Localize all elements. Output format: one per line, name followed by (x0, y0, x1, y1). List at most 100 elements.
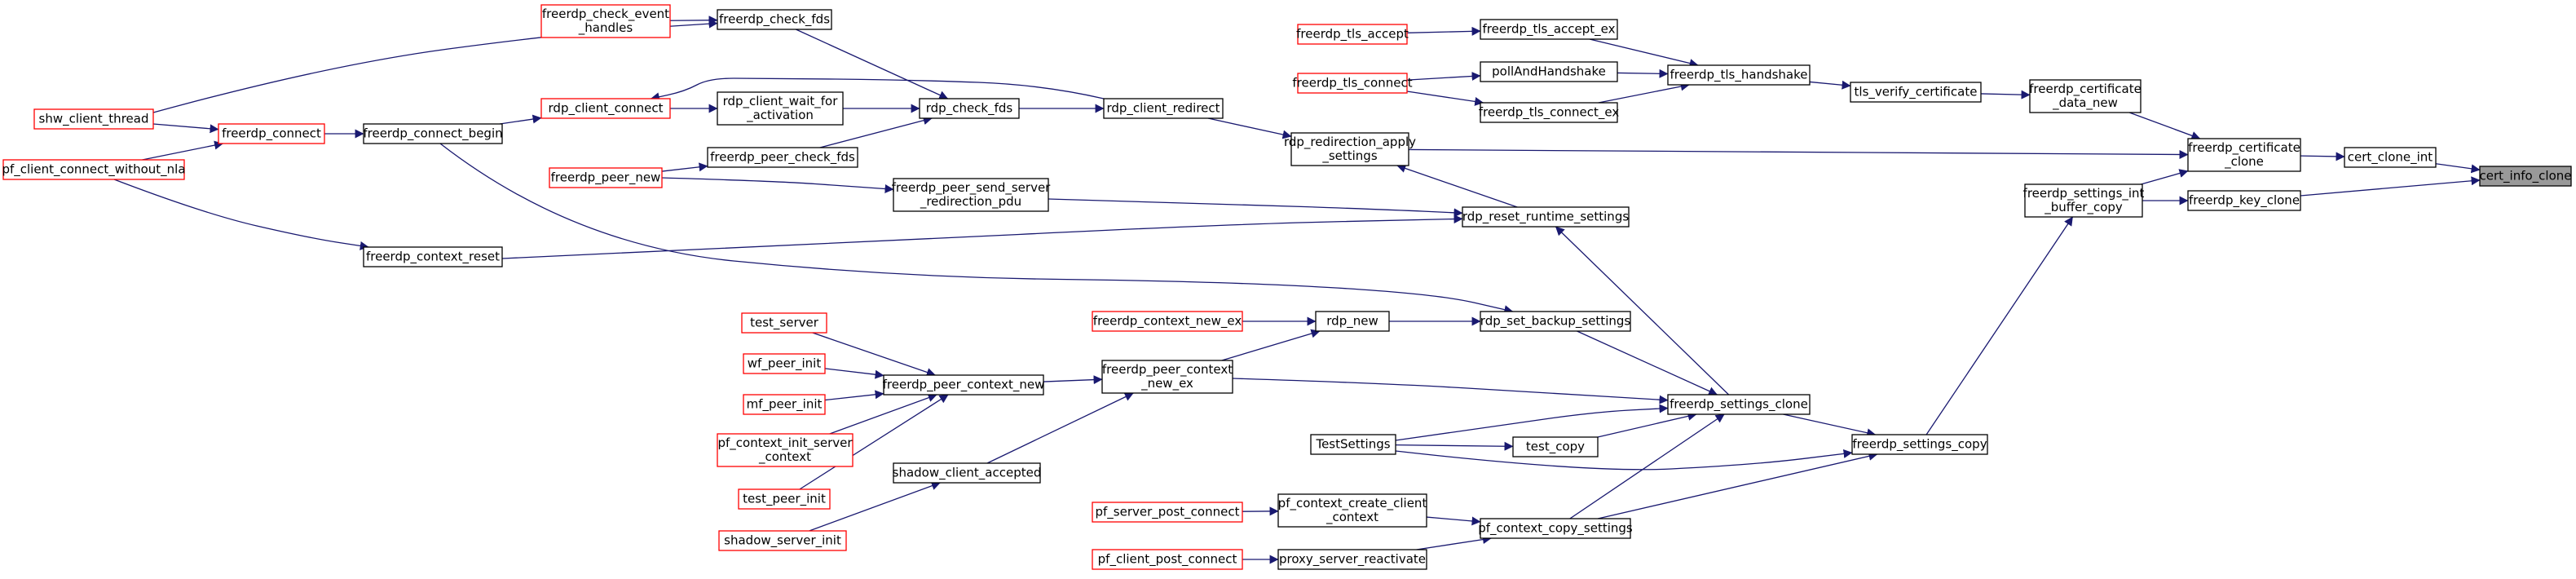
node-label: _context (758, 449, 811, 465)
node-pollAndHandshake[interactable]: pollAndHandshake (1480, 62, 1617, 82)
node-pf_server_post_connect[interactable]: pf_server_post_connect (1092, 502, 1242, 522)
edge-tls_verify_certificate-to-freerdp_certificate_data_new (1981, 94, 2030, 95)
node-label: freerdp_peer_context_new (883, 378, 1045, 393)
node-label: rdp_new (1326, 314, 1378, 329)
node-label: tls_verify_certificate (1855, 85, 1978, 100)
node-label: _activation (746, 108, 814, 123)
node-pf_context_create_client_context[interactable]: pf_context_create_client_context (1278, 494, 1427, 527)
node-freerdp_key_clone[interactable]: freerdp_key_clone (2188, 191, 2300, 210)
edge-pf_context_copy_settings-to-freerdp_settings_clone (1570, 414, 1724, 519)
node-rdp_set_backup_settings[interactable]: rdp_set_backup_settings (1480, 312, 1631, 331)
node-proxy_server_reactivate[interactable]: proxy_server_reactivate (1278, 550, 1427, 569)
node-freerdp_connect_begin[interactable]: freerdp_connect_begin (363, 124, 502, 144)
node-label: freerdp_tls_connect_ex (1479, 105, 1620, 121)
edge-rdp_client_redirect-to-rdp_redirection_apply_settings (1208, 118, 1291, 136)
node-freerdp_settings_clone[interactable]: freerdp_settings_clone (1668, 395, 1810, 414)
edge-TestSettings-to-freerdp_settings_clone (1396, 409, 1668, 440)
node-rdp_reset_runtime_settings[interactable]: rdp_reset_runtime_settings (1462, 207, 1630, 227)
edge-pf_context_create_client_context-to-pf_context_copy_settings (1427, 517, 1480, 522)
node-rdp_redirection_apply_settings[interactable]: rdp_redirection_apply_settings (1284, 133, 1416, 166)
node-label: freerdp_tls_handshake (1670, 68, 1807, 83)
node-cert_clone_int[interactable]: cert_clone_int (2344, 148, 2436, 167)
node-label: cert_info_clone (2480, 169, 2572, 184)
node-mf_peer_init[interactable]: mf_peer_init (743, 395, 825, 414)
node-freerdp_certificate_clone[interactable]: freerdp_certificate_clone (2188, 139, 2300, 171)
node-pf_client_post_connect[interactable]: pf_client_post_connect (1092, 550, 1242, 569)
node-layer: cert_info_clone cert_clone_int freerdp_key… (2, 5, 2571, 569)
edge-freerdp_tls_accept_ex-to-freerdp_tls_handshake (1590, 39, 1698, 65)
node-freerdp_connect[interactable]: freerdp_connect (218, 124, 324, 144)
node-freerdp_context_new_ex[interactable]: freerdp_context_new_ex (1092, 312, 1242, 331)
edge-rdp_reset_runtime_settings-to-rdp_redirection_apply_settings (1397, 166, 1517, 207)
node-shadow_client_accepted[interactable]: shadow_client_accepted (893, 463, 1042, 483)
node-label: cert_clone_int (2348, 150, 2433, 166)
edge-shw_client_thread-to-freerdp_connect (153, 124, 218, 130)
node-label: mf_peer_init (747, 397, 823, 413)
node-rdp_check_fds[interactable]: rdp_check_fds (920, 99, 1019, 118)
edge-rdp_redirection_apply_settings-to-freerdp_certificate_clone (1409, 149, 2188, 154)
node-rdp_client_wait_for_activation[interactable]: rdp_client_wait_for_activation (717, 92, 843, 125)
node-wf_peer_init[interactable]: wf_peer_init (743, 354, 825, 373)
node-freerdp_tls_connect[interactable]: freerdp_tls_connect (1292, 73, 1412, 93)
node-label: freerdp_context_reset (366, 250, 500, 265)
node-test_server[interactable]: test_server (742, 313, 827, 333)
node-test_peer_init[interactable]: test_peer_init (739, 489, 830, 509)
node-freerdp_tls_connect_ex[interactable]: freerdp_tls_connect_ex (1479, 103, 1620, 122)
node-label: freerdp_connect (222, 126, 321, 142)
node-shadow_server_init[interactable]: shadow_server_init (719, 531, 846, 550)
node-label: freerdp_tls_accept (1296, 27, 1409, 42)
node-freerdp_peer_context_new_ex[interactable]: freerdp_peer_context_new_ex (1102, 360, 1233, 393)
edge-freerdp_certificate_clone-to-cert_clone_int (2300, 156, 2344, 157)
node-freerdp_check_event_handles[interactable]: freerdp_check_event_handles (541, 5, 670, 38)
node-freerdp_peer_check_fds[interactable]: freerdp_peer_check_fds (708, 148, 858, 167)
node-pf_context_copy_settings[interactable]: pf_context_copy_settings (1478, 519, 1633, 538)
edge-freerdp_certificate_data_new-to-freerdp_certificate_clone (2129, 113, 2200, 139)
edge-freerdp_peer_context_new_ex-to-freerdp_settings_clone (1233, 378, 1668, 400)
node-label: _redirection_pdu (920, 194, 1021, 210)
node-freerdp_settings_int_buffer_copy[interactable]: freerdp_settings_int_buffer_copy (2023, 184, 2145, 217)
node-rdp_client_redirect[interactable]: rdp_client_redirect (1104, 99, 1223, 118)
node-pf_context_init_server_context[interactable]: pf_context_init_server_context (717, 434, 853, 466)
node-freerdp_certificate_data_new[interactable]: freerdp_certificate_data_new (2029, 80, 2142, 113)
node-freerdp_tls_handshake[interactable]: freerdp_tls_handshake (1668, 65, 1810, 85)
node-label: _handles (578, 20, 633, 36)
node-rdp_new[interactable]: rdp_new (1316, 312, 1389, 331)
node-label: rdp_check_fds (926, 101, 1013, 117)
node-freerdp_check_fds[interactable]: freerdp_check_fds (717, 10, 831, 29)
node-freerdp_peer_context_new[interactable]: freerdp_peer_context_new (883, 375, 1045, 395)
node-label: freerdp_check_fds (719, 12, 830, 28)
edge-freerdp_tls_connect_ex-to-freerdp_tls_handshake (1599, 85, 1689, 103)
node-freerdp_peer_send_server_redirection_pdu[interactable]: freerdp_peer_send_server_redirection_pdu (892, 179, 1052, 211)
node-shw_client_thread[interactable]: shw_client_thread (34, 109, 153, 129)
node-cert_info_clone[interactable]: cert_info_clone (2480, 166, 2572, 186)
node-label: freerdp_settings_clone (1670, 397, 1808, 413)
node-rdp_client_connect[interactable]: rdp_client_connect (541, 99, 670, 118)
node-TestSettings[interactable]: TestSettings (1311, 435, 1396, 454)
node-freerdp_tls_accept[interactable]: freerdp_tls_accept (1296, 24, 1409, 44)
edge-freerdp_peer_new-to-freerdp_peer_check_fds (662, 166, 708, 171)
node-label: rdp_client_connect (549, 101, 664, 117)
edge-freerdp_tls_accept-to-freerdp_tls_accept_ex (1407, 31, 1480, 33)
edge-freerdp_peer_send_server_redirection_pdu-to-rdp_reset_runtime_settings (1048, 199, 1462, 213)
node-label: test_copy (1526, 440, 1585, 455)
edge-shadow_client_accepted-to-freerdp_peer_context_new_ex (987, 393, 1133, 463)
node-freerdp_peer_new[interactable]: freerdp_peer_new (549, 168, 662, 188)
node-freerdp_settings_copy[interactable]: freerdp_settings_copy (1852, 435, 1987, 454)
edge-freerdp_check_event_handles-to-freerdp_check_fds (670, 20, 717, 21)
node-tls_verify_certificate[interactable]: tls_verify_certificate (1850, 82, 1981, 102)
node-test_copy[interactable]: test_copy (1513, 437, 1598, 457)
node-label: _data_new (2052, 95, 2118, 111)
edge-pf_context_init_server_context-to-freerdp_peer_context_new (830, 395, 937, 434)
edge-cert_clone_int-to-cert_info_clone (2436, 164, 2480, 170)
node-pf_client_connect_without_nla[interactable]: pf_client_connect_without_nla (2, 160, 185, 179)
edge-TestSettings-to-freerdp_settings_copy (1396, 451, 1852, 470)
node-label: freerdp_settings_copy (1852, 437, 1987, 453)
edge-freerdp_peer_new-to-freerdp_peer_send_server_redirection_pdu (662, 178, 893, 189)
node-label: _new_ex (1140, 376, 1193, 391)
edge-freerdp_settings_clone-to-rdp_reset_runtime_settings (1555, 227, 1728, 395)
node-freerdp_tls_accept_ex[interactable]: freerdp_tls_accept_ex (1480, 20, 1617, 39)
node-freerdp_context_reset[interactable]: freerdp_context_reset (364, 247, 502, 267)
node-label: shadow_server_init (724, 533, 841, 549)
node-label: wf_peer_init (748, 356, 822, 372)
